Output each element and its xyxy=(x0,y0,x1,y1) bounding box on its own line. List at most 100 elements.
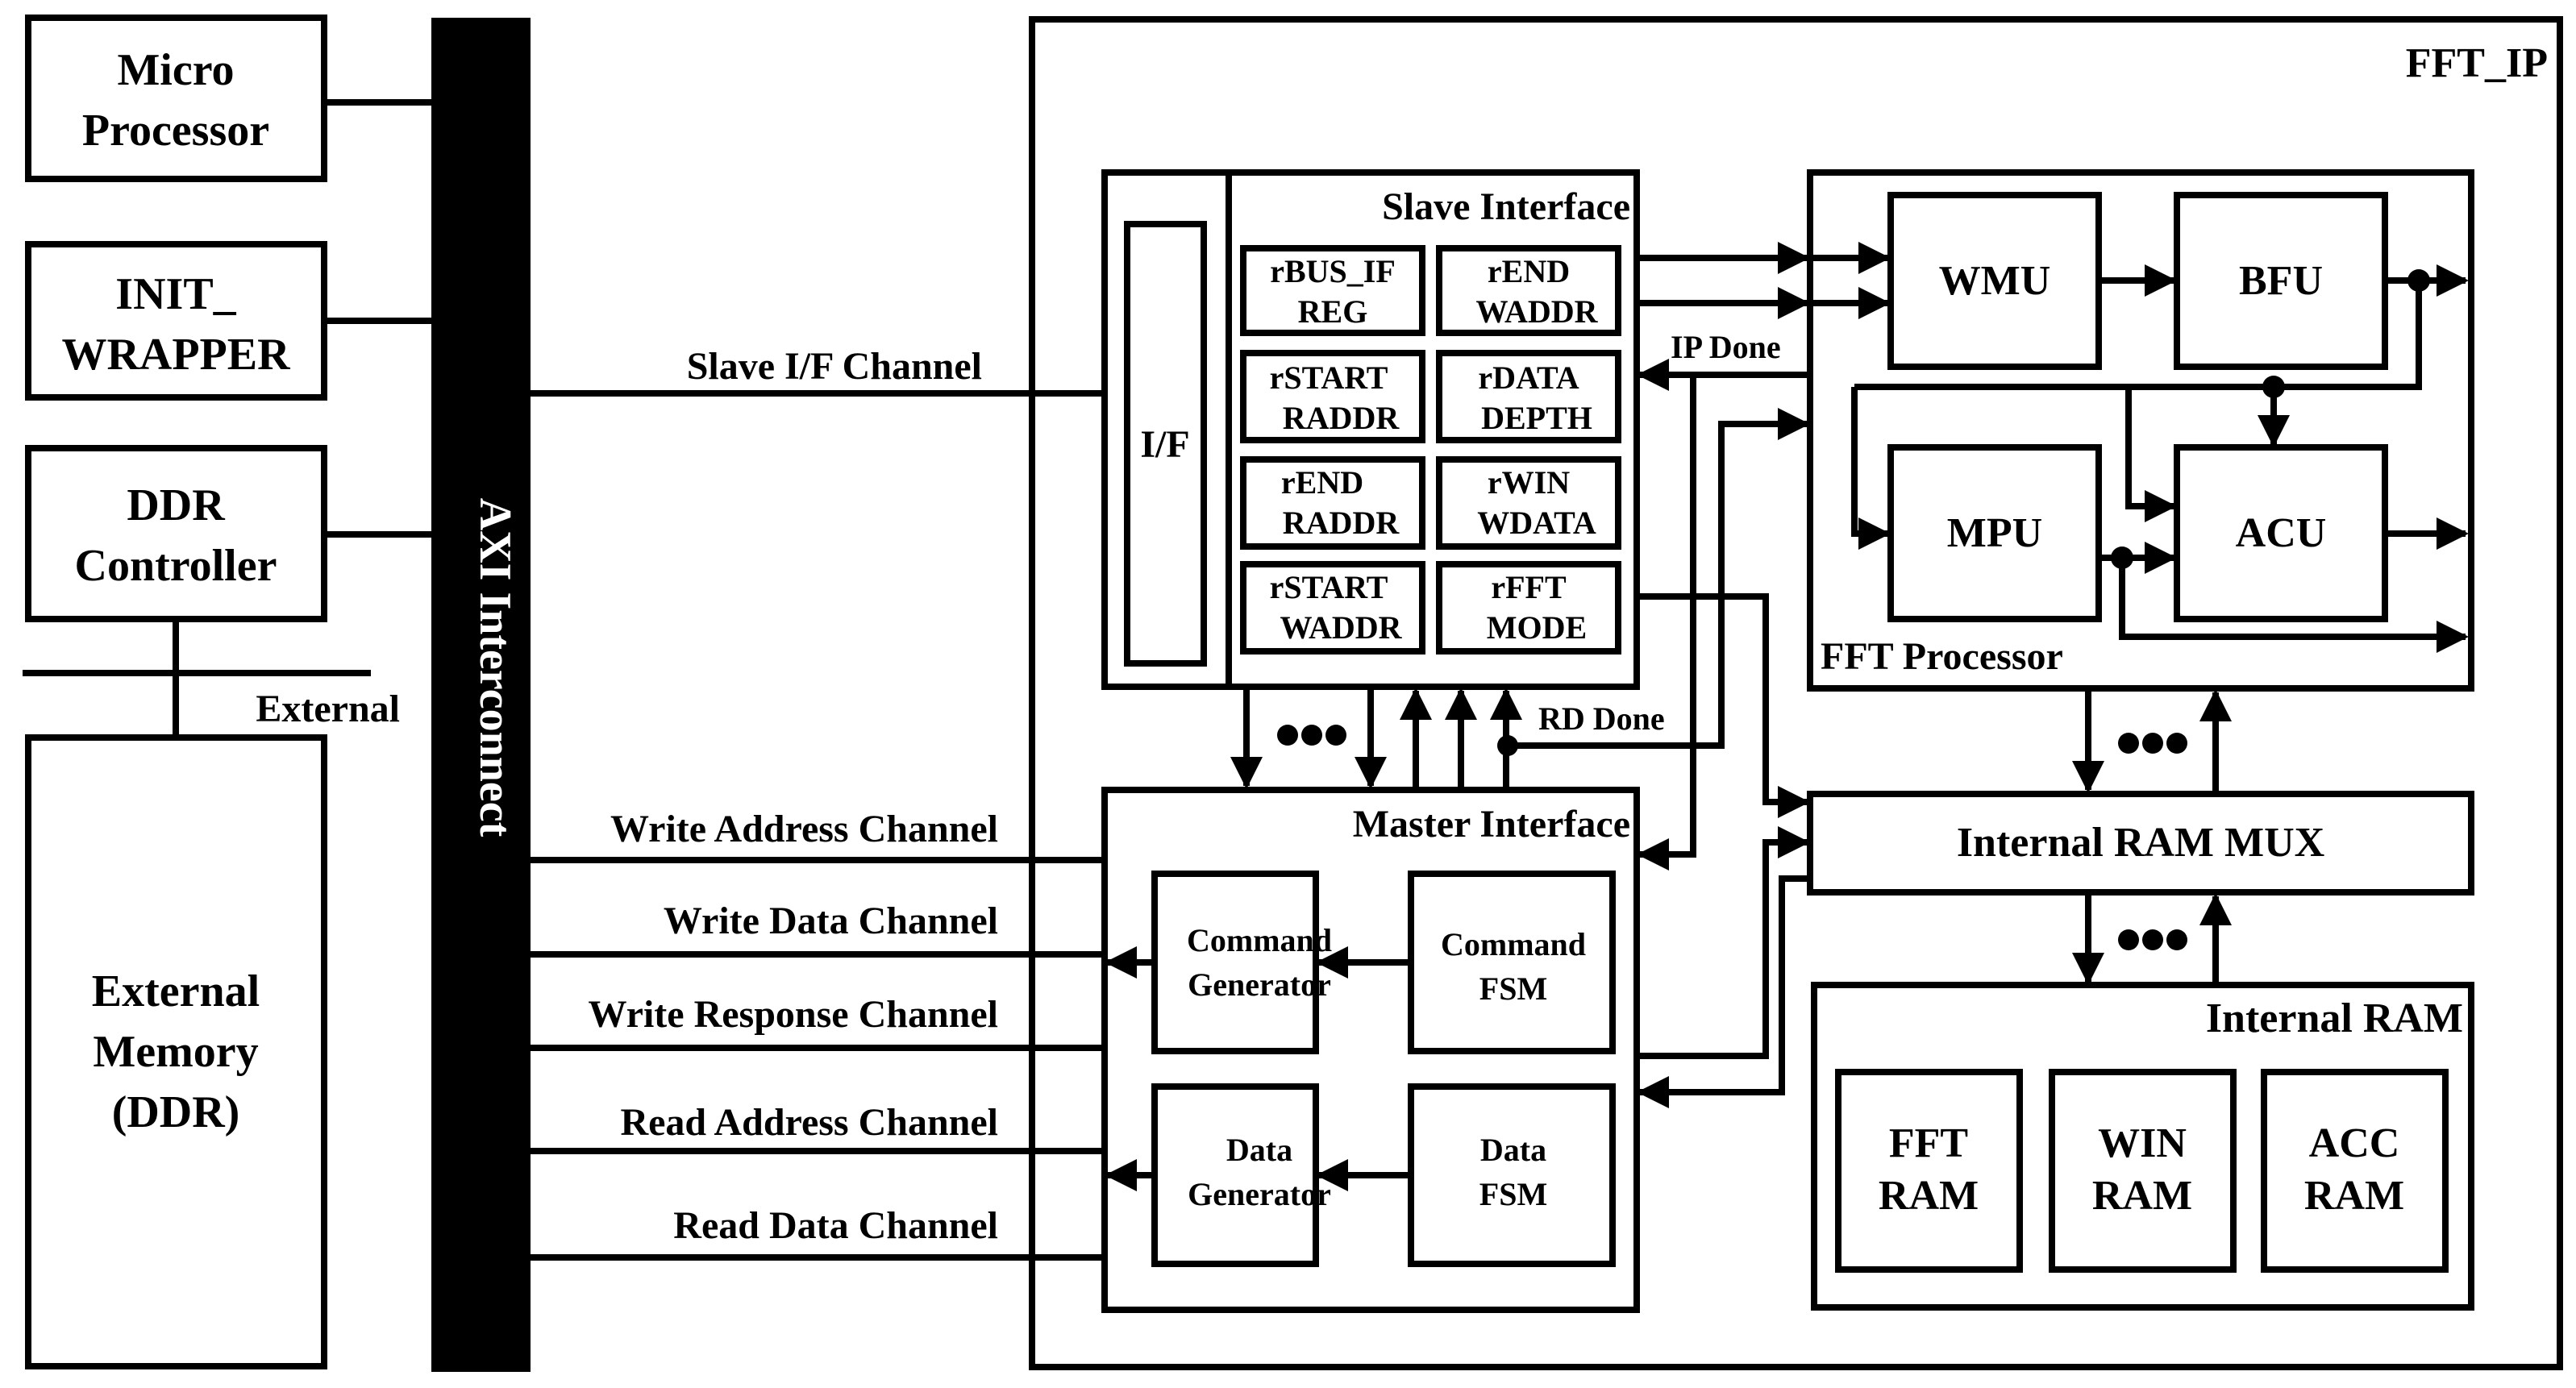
master-interface-block: Master Interface Command Generator Comma… xyxy=(1101,787,1640,1313)
micro-processor-box xyxy=(25,15,327,182)
data-generator-label-1: Data xyxy=(1226,1132,1292,1168)
micro-processor-label-1: Micro xyxy=(117,45,234,95)
command-fsm-label-1: Command xyxy=(1441,926,1586,962)
ddr-controller-box xyxy=(25,445,327,622)
external-memory-label-1: External xyxy=(92,966,260,1016)
ellipsis-dot xyxy=(2142,733,2163,754)
register-label-2: WDATA xyxy=(1477,505,1596,541)
ddr-controller-label-1: DDR xyxy=(127,480,225,530)
external-memory-box xyxy=(25,734,327,1369)
external-memory-label-3: (DDR) xyxy=(112,1087,240,1137)
internal-ram-mux-box xyxy=(1807,791,2474,896)
slave-master-links xyxy=(1230,687,1522,790)
mpu-box xyxy=(1887,444,2102,622)
fft-ram-label-1: FFT xyxy=(1889,1120,1968,1166)
register-label-2: WADDR xyxy=(1280,609,1402,646)
init-wrapper-label-2: WRAPPER xyxy=(61,330,290,380)
bfu-feedback-line xyxy=(1854,281,2422,390)
acc-ram-label-1: ACC xyxy=(2309,1120,2400,1166)
register-box xyxy=(1436,350,1621,443)
axi-bus-bar xyxy=(431,18,531,1372)
rd-done-label: RD Done xyxy=(1538,700,1665,737)
rd-done-junction-dot xyxy=(1497,735,1518,756)
write-data-channel-label: Write Data Channel xyxy=(664,900,998,942)
register-box xyxy=(1436,561,1621,655)
data-generator-label-2: Generator xyxy=(1188,1176,1331,1212)
slave-to-ram-mux-arrow xyxy=(1637,593,1810,818)
win-ram-label-1: WIN xyxy=(2098,1120,2187,1166)
register-rend-waddr: rEND WADDR xyxy=(1436,245,1621,336)
if-port-box xyxy=(1124,221,1207,667)
command-generator-label-2: Generator xyxy=(1188,966,1331,1003)
register-label-1: rSTART xyxy=(1270,359,1388,396)
win-ram-label-2: RAM xyxy=(2092,1173,2192,1219)
write-address-channel-label: Write Address Channel xyxy=(610,808,998,850)
fft-ip-boundary xyxy=(1029,16,2563,1370)
register-label-2: RADDR xyxy=(1283,505,1400,541)
ip-done-to-master-arrow xyxy=(1637,375,1696,871)
command-generator-label-1: Command xyxy=(1187,922,1332,958)
write-response-channel-label: Write Response Channel xyxy=(589,993,998,1036)
register-rend-raddr: rEND RADDR xyxy=(1240,456,1425,550)
ellipsis-dot xyxy=(1301,725,1322,746)
ellipsis-dot xyxy=(2166,733,2187,754)
external-label: External xyxy=(256,688,400,730)
fft-processor-title: FFT Processor xyxy=(1821,635,2063,678)
fft-processor-block: FFT Processor WMU BFU MPU ACU xyxy=(1807,169,2474,692)
internal-ram-title: Internal RAM xyxy=(2206,995,2463,1041)
ddr-controller-block: DDR Controller xyxy=(25,445,327,622)
fft-ram-label-2: RAM xyxy=(1879,1173,1979,1219)
register-label-1: rWIN xyxy=(1488,464,1570,501)
acu-box xyxy=(2174,444,2388,622)
register-box xyxy=(1436,245,1621,336)
register-rstart-waddr: rSTART WADDR xyxy=(1240,561,1425,655)
register-label-2: DEPTH xyxy=(1481,400,1592,436)
register-rstart-raddr: rSTART RADDR xyxy=(1240,350,1425,443)
to-acu-upper-arrow xyxy=(2125,387,2177,522)
slave-interface-block: Slave Interface I/F rBUS_IF REG rEND WAD… xyxy=(1101,169,1640,690)
init-wrapper-label-1: INIT_ xyxy=(115,269,236,319)
feedback-to-mpu-arrow xyxy=(1851,387,1891,550)
internal-ram-block: Internal RAM FFT RAM WIN RAM ACC RAM xyxy=(1811,982,2474,1311)
acu-label: ACU xyxy=(2236,510,2327,556)
ram-mux-to-master-arrow xyxy=(1637,875,1810,1108)
mpu-label: MPU xyxy=(1947,510,2042,556)
acc-ram-label-2: RAM xyxy=(2304,1173,2404,1219)
data-generator-box xyxy=(1151,1083,1319,1267)
register-label-1: rFFT xyxy=(1491,569,1567,605)
external-memory-block: External Memory (DDR) xyxy=(25,734,327,1369)
win-ram-box xyxy=(2049,1069,2237,1273)
command-fsm-box xyxy=(1408,871,1616,1054)
rd-done-arrow xyxy=(1508,408,1810,749)
register-label-2: MODE xyxy=(1487,609,1587,646)
slave-to-processor-links: IP Done RD Done xyxy=(1497,242,1891,1108)
slave-if-channel-label: Slave I/F Channel xyxy=(687,345,982,388)
wmu-box xyxy=(1887,192,2102,370)
slave-interface-title: Slave Interface xyxy=(1382,185,1630,228)
register-box xyxy=(1436,456,1621,550)
axi-interconnect-label: AXI Interconnect xyxy=(470,498,520,837)
external-memory-label-2: Memory xyxy=(93,1027,258,1077)
register-label-1: rEND xyxy=(1488,253,1570,289)
register-label-2: WADDR xyxy=(1475,293,1598,330)
init-wrapper-box xyxy=(25,241,327,401)
ellipsis-dot xyxy=(2118,733,2139,754)
register-box xyxy=(1240,350,1425,443)
acc-ram-box xyxy=(2261,1069,2449,1273)
mpu-output-arrow xyxy=(2119,558,2469,653)
ellipsis-dot xyxy=(1277,725,1298,746)
read-data-channel-label: Read Data Channel xyxy=(673,1204,998,1247)
ellipsis-dot xyxy=(2142,929,2163,950)
register-rbus-if-reg: rBUS_IF REG xyxy=(1240,245,1425,336)
register-rdata-depth: rDATA DEPTH xyxy=(1436,350,1621,443)
micro-processor-block: Micro Processor xyxy=(25,15,327,182)
register-rfft-mode: rFFT MODE xyxy=(1436,561,1621,655)
register-label-2: RADDR xyxy=(1283,400,1400,436)
register-label-1: rSTART xyxy=(1270,569,1388,605)
fft-ip-title: FFT_IP xyxy=(2406,40,2548,86)
data-fsm-label-1: Data xyxy=(1480,1132,1546,1168)
internal-ram-mux-label: Internal RAM MUX xyxy=(1957,820,2324,866)
init-wrapper-block: INIT_ WRAPPER xyxy=(25,241,327,401)
register-rwin-wdata: rWIN WDATA xyxy=(1436,456,1621,550)
register-box xyxy=(1240,561,1425,655)
